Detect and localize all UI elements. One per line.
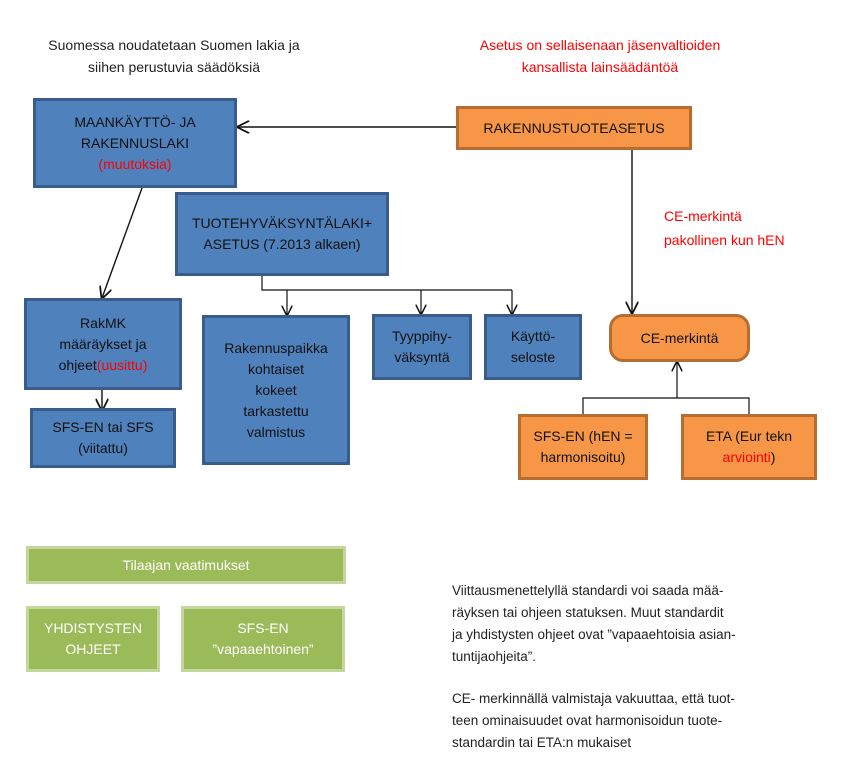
bracket-tuote — [261, 276, 512, 291]
mrl-line1: MAANKÄYTTÖ- JA — [74, 113, 196, 130]
node-tuotehyvaksyntalaki: TUOTEHYVÄKSYNTÄLAKI+ ASETUS (7.2013 alka… — [175, 192, 389, 276]
p1-line1: Viittausmenettelyllä standardi voi saada… — [452, 583, 724, 598]
rp-line3: kokeet — [255, 381, 297, 398]
node-maankaytto-rakennuslaki: MAANKÄYTTÖ- JA RAKENNUSLAKI (muutoksia) — [33, 98, 237, 188]
node-rakennustuoteasetus: RAKENNUSTUOTEASETUS — [456, 106, 692, 150]
eta-close: ) — [770, 449, 776, 465]
p2-line3: standardin tai ETA:n mukaiset — [452, 735, 632, 750]
tuote-line1: TUOTEHYVÄKSYNTÄLAKI+ — [191, 215, 373, 231]
tuote-line2: ASETUS (7.2013 alkaen) — [203, 236, 361, 252]
p1-line2: räyksen tai ohjeen statuksen. Muut stand… — [452, 605, 724, 620]
rta-label: RAKENNUSTUOTEASETUS — [483, 119, 665, 136]
rakmk-line2: määräykset ja — [59, 335, 147, 352]
rp-line4: tarkastettu — [243, 402, 309, 419]
paragraph-viittausmenettely: Viittausmenettelyllä standardi voi saada… — [452, 580, 736, 668]
rakmk-line3: ohjeet — [58, 356, 97, 373]
node-rakennuspaikka: Rakennuspaikka kohtaiset kokeet tarkaste… — [202, 315, 350, 465]
header-left-line2: siihen perustuvia säädöksiä — [88, 59, 260, 75]
rakmk-line1: RakMK — [80, 314, 126, 331]
eta-note: arviointi — [722, 449, 771, 465]
rp-line5: valmistus — [246, 423, 306, 440]
arrow-mrl-to-rakmk — [102, 187, 143, 298]
sfs-vap-line1: SFS-EN — [237, 620, 289, 636]
ce-label: CE-merkintä — [640, 329, 719, 346]
rakmk-line3-wrap: ohjeet(uusittu) — [59, 355, 148, 376]
mrl-note: (muutoksia) — [98, 155, 172, 172]
rp-line2: kohtaiset — [247, 360, 305, 377]
header-left-line1: Suomessa noudatetaan Suomen lakia ja — [48, 37, 300, 53]
paragraph-ce-merkinta: CE- merkinnällä valmistaja vakuuttaa, et… — [452, 688, 735, 754]
node-eta: ETA (Eur tekn arviointi) — [681, 414, 817, 480]
ce-note-line2: pakollinen kun hEN — [664, 232, 785, 248]
sfs-line2: (viitattu) — [78, 440, 128, 456]
sfs-hen-line2: harmonisoitu) — [540, 449, 626, 465]
p1-line4: tuntijaohjeita”. — [452, 649, 537, 664]
eta-line2-wrap: arviointi) — [723, 447, 776, 468]
node-sfs-en-tai-sfs: SFS-EN tai SFS (viitattu) — [30, 408, 176, 468]
mrl-line2: RAKENNUSLAKI — [80, 134, 190, 151]
node-kayttoseloste: Käyttö- seloste — [484, 314, 582, 380]
sfs-hen-line1: SFS-EN (hEN = — [533, 428, 633, 444]
sfs-line1: SFS-EN tai SFS — [52, 419, 154, 435]
bracket-ce-inputs — [582, 397, 750, 414]
node-sfs-en-hen: SFS-EN (hEN = harmonisoitu) — [518, 414, 648, 480]
header-left: Suomessa noudatetaan Suomen lakia ja sii… — [14, 34, 334, 78]
tyyppi-line2: väksyntä — [394, 349, 450, 365]
ce-note-line1: CE-merkintä — [664, 208, 742, 224]
yhd-line2: OHJEET — [65, 641, 121, 657]
sfs-vap-line2: ”vapaaehtoinen” — [212, 641, 314, 657]
node-ce-merkinta: CE-merkintä — [609, 314, 750, 362]
p1-line3: ja yhdistysten ohjeet ovat ”vapaaehtoisi… — [452, 627, 736, 642]
node-rakmk: RakMK määräykset ja ohjeet(uusittu) — [24, 298, 182, 390]
node-tilaajan-vaatimukset: Tilaajan vaatimukset — [26, 546, 346, 584]
tyyppi-line1: Tyyppihy- — [392, 328, 452, 344]
node-tyyppihyvaksynta: Tyyppihy- väksyntä — [372, 314, 472, 380]
header-right-line1: Asetus on sellaisenaan jäsenvaltioiden — [479, 37, 721, 53]
p2-line2: teen ominaisuudet ovat harmonisoidun tuo… — [452, 713, 723, 728]
eta-line1: ETA (Eur tekn — [705, 428, 793, 444]
tilaajan-label: Tilaajan vaatimukset — [122, 556, 250, 573]
node-yhdistysten-ohjeet: YHDISTYSTEN OHJEET — [26, 606, 160, 672]
header-right-line2: kansallista lainsäädäntöä — [521, 59, 679, 75]
rakmk-note: (uusittu) — [96, 356, 148, 373]
rp-line1: Rakennuspaikka — [224, 339, 328, 356]
yhd-line1: YHDISTYSTEN — [43, 620, 142, 636]
ce-mandatory-note: CE-merkintä pakollinen kun hEN — [664, 204, 824, 252]
kaytto-line2: seloste — [510, 349, 556, 365]
kaytto-line1: Käyttö- — [510, 328, 556, 344]
node-sfs-en-vapaaehtoinen: SFS-EN ”vapaaehtoinen” — [181, 606, 345, 672]
p2-line1: CE- merkinnällä valmistaja vakuuttaa, et… — [452, 691, 735, 706]
header-right: Asetus on sellaisenaan jäsenvaltioiden k… — [440, 34, 760, 78]
